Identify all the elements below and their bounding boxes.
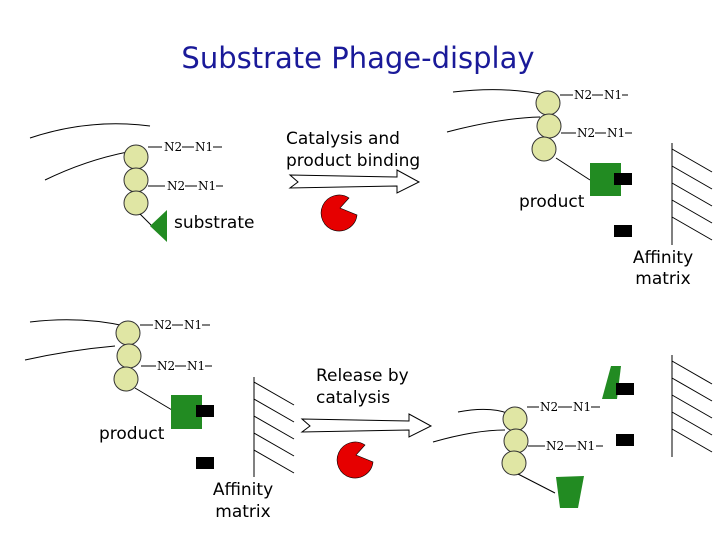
affinity-matrix-label-bottom-line2: matrix bbox=[215, 502, 270, 522]
matrix-ligand bbox=[196, 405, 214, 417]
domain-label-n1: N1 bbox=[187, 359, 205, 373]
domain-label-n2: N2 bbox=[574, 88, 592, 102]
catalysis-label-line1: Catalysis and bbox=[286, 129, 400, 149]
domain-label-n1: N1 bbox=[195, 140, 213, 154]
domain-label-n2: N2 bbox=[167, 179, 185, 193]
domain-circle bbox=[123, 190, 149, 216]
domain-circle bbox=[123, 144, 149, 170]
catalysis-arrow bbox=[288, 169, 421, 194]
domain-circle bbox=[116, 343, 142, 369]
domain-label-n1: N1 bbox=[577, 439, 595, 453]
phage-with-substrate: N2 N1 N2 N1 bbox=[29, 123, 223, 242]
released-product-trapezoid bbox=[556, 476, 584, 508]
domain-label-n2: N2 bbox=[577, 126, 595, 140]
domain-label-n2: N2 bbox=[157, 359, 175, 373]
matrix-ligand bbox=[614, 173, 632, 185]
affinity-matrix-label-top-line1: Affinity bbox=[633, 248, 693, 268]
phage-coat-line bbox=[452, 89, 546, 96]
diagram-title: Substrate Phage-display bbox=[181, 41, 534, 75]
domain-circle bbox=[113, 366, 139, 392]
domain-circle bbox=[115, 320, 141, 346]
phage-coat-line bbox=[432, 429, 506, 443]
affinity-matrix-bottom-right bbox=[671, 355, 713, 457]
substrate-triangle bbox=[150, 210, 167, 242]
affinity-matrix-label-top-line2: matrix bbox=[635, 269, 690, 289]
catalysis-label-line2: product binding bbox=[286, 151, 420, 171]
enzyme-pacman-icon bbox=[336, 441, 374, 479]
domain-circle bbox=[536, 113, 562, 139]
product-label-bottom: product bbox=[99, 424, 165, 444]
domain-label-n2: N2 bbox=[546, 439, 564, 453]
affinity-matrix-label-bottom-line1: Affinity bbox=[213, 480, 273, 500]
release-label-line1: Release by bbox=[316, 366, 409, 386]
matrix-ligand bbox=[616, 434, 634, 446]
phage-with-product: N2 N1 N2 N1 bbox=[446, 88, 632, 237]
domain-label-n1: N1 bbox=[184, 318, 202, 332]
phage-coat-line bbox=[29, 123, 151, 139]
phage-released: N2 N1 N2 N1 bbox=[432, 366, 634, 508]
domain-circle bbox=[123, 167, 149, 193]
domain-label-n2: N2 bbox=[164, 140, 182, 154]
substrate-tether bbox=[517, 473, 556, 494]
release-arrow bbox=[300, 413, 433, 438]
phage-coat-line bbox=[446, 116, 541, 133]
phage-bound-product: N2 N1 N2 N1 bbox=[24, 318, 214, 469]
matrix-ligand bbox=[614, 225, 632, 237]
matrix-ligand bbox=[616, 383, 634, 395]
domain-circle bbox=[501, 450, 527, 476]
phage-coat-line bbox=[457, 408, 511, 415]
enzyme-pacman-icon bbox=[320, 194, 358, 232]
domain-circle bbox=[503, 428, 529, 454]
domain-circle bbox=[502, 406, 528, 432]
domain-label-n1: N1 bbox=[604, 88, 622, 102]
phage-coat-line bbox=[29, 319, 126, 327]
product-tether bbox=[555, 157, 591, 181]
substrate-label: substrate bbox=[174, 213, 254, 233]
affinity-matrix-top bbox=[671, 143, 713, 245]
domain-label-n1: N1 bbox=[198, 179, 216, 193]
phage-coat-line bbox=[24, 345, 116, 361]
affinity-matrix-bottom-left bbox=[253, 377, 295, 477]
release-label-line2: catalysis bbox=[316, 388, 390, 408]
substrate-tether bbox=[139, 213, 153, 227]
domain-label-n2: N2 bbox=[154, 318, 172, 332]
domain-label-n1: N1 bbox=[573, 400, 591, 414]
product-label-top: product bbox=[519, 192, 585, 212]
domain-circle bbox=[531, 136, 557, 162]
domain-label-n1: N1 bbox=[607, 126, 625, 140]
domain-label-n2: N2 bbox=[540, 400, 558, 414]
domain-circle bbox=[535, 90, 561, 116]
matrix-ligand bbox=[196, 457, 214, 469]
product-tether bbox=[134, 387, 173, 411]
